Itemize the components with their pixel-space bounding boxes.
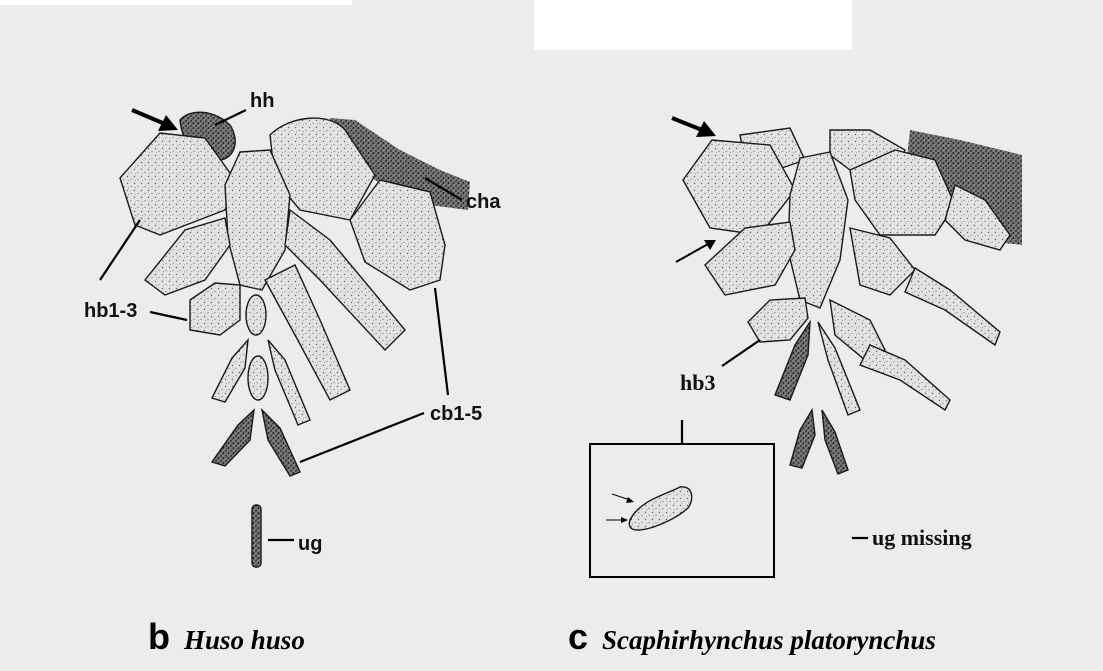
urohyal-b — [252, 505, 261, 567]
ceratobranchial-3-right-b — [268, 340, 310, 425]
hypobranchial-3-b — [190, 283, 240, 335]
caption-b: b Huso huso — [148, 616, 305, 658]
arrow-c-top — [672, 118, 716, 137]
caption-c: c Scaphirhynchus platorynchus — [568, 616, 936, 658]
ceratobranchial-4-left-c — [790, 410, 815, 468]
caption-letter-c: c — [568, 616, 588, 658]
ceratobranchial-4-right-b — [262, 410, 300, 476]
ceratobranchial-1-c — [905, 268, 1000, 345]
caption-species-c: Scaphirhynchus platorynchus — [602, 625, 936, 656]
ceratobranchial-4-left-b — [212, 410, 254, 466]
basibranchial-small-2-b — [248, 356, 268, 400]
label-hb1-3: hb1-3 — [84, 300, 137, 322]
hypobranchial-1-c — [705, 222, 795, 295]
ceratohyal-right2-b — [350, 180, 445, 290]
label-cha: cha — [466, 191, 501, 213]
caption-letter-b: b — [148, 616, 170, 658]
basibranchial-small-1-b — [246, 295, 266, 335]
inset-hb3-detail — [590, 444, 774, 577]
hypobranchial-3-c — [748, 298, 808, 342]
arrow-c-mid — [676, 240, 716, 262]
basibranchial-c — [788, 152, 848, 308]
hypobranchial-2-c — [850, 228, 915, 295]
panel-c-drawing — [683, 128, 1022, 474]
ceratobranchial-2b-c — [860, 345, 950, 410]
ceratobranchial-3-left-b — [212, 340, 248, 402]
label-hb3: hb3 — [680, 370, 715, 395]
panel-b-drawing — [120, 112, 470, 567]
label-cb1-5: cb1-5 — [430, 403, 482, 425]
label-ug-missing: ug missing — [872, 525, 972, 550]
label-ug: ug — [298, 533, 322, 555]
caption-species-b: Huso huso — [184, 625, 305, 656]
arrow-b — [132, 110, 178, 131]
ceratobranchial-4-right-c — [822, 410, 848, 474]
label-hh: hh — [250, 90, 274, 112]
